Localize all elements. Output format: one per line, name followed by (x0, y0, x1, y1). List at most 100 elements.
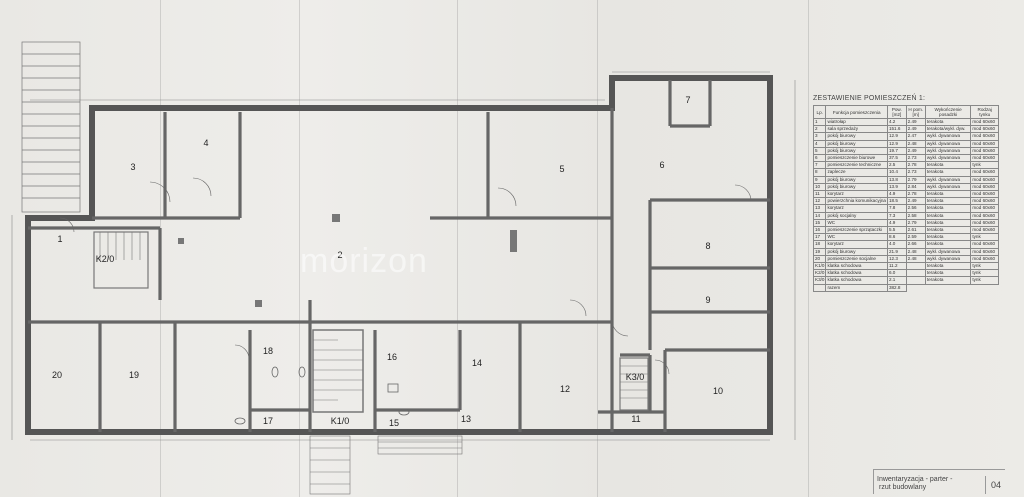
table-cell: pokój biurowy (825, 247, 888, 256)
table-cell: pomieszczenie techniczne (825, 161, 888, 170)
table-cell: pomieszczenie sprzątaczki (825, 226, 888, 235)
table-cell: mod 60x60 (970, 175, 999, 184)
table-cell: 15 (812, 218, 827, 228)
table-cell: pokój biurowy (825, 146, 888, 156)
room-label-17: 17 (263, 416, 273, 426)
sheet-number: 04 (985, 476, 1006, 494)
room-label-2: 2 (337, 250, 342, 260)
table-cell: mod 60x60 (970, 117, 999, 127)
table-cell: 11.2 (886, 262, 907, 271)
table-header-cell: H pom. [m] (905, 105, 926, 119)
table-cell: 12.9 (886, 132, 907, 141)
table-cell: mod 60x60 (970, 247, 999, 256)
table-cell: terakota (924, 218, 972, 228)
table-cell: 14 (812, 211, 827, 220)
entrance-steps (377, 435, 463, 455)
title-block-line2: rzut budowlany (879, 484, 927, 491)
table-cell: WC (825, 218, 888, 228)
table-cell: 2.47 (905, 132, 926, 141)
table-cell: tynk (970, 262, 999, 271)
interior-walls (28, 80, 770, 432)
table-cell: korytarz (825, 240, 888, 249)
table-cell: mod 60x60 (970, 168, 999, 177)
table-cell: terakota (924, 190, 972, 199)
table-cell: 2.66 (905, 240, 926, 249)
table-cell: 10 (812, 182, 827, 192)
table-cell: terakota (924, 262, 972, 271)
table-cell: 19.7 (886, 146, 907, 156)
table-cell: 2.48 (905, 247, 926, 256)
sum-label: razem (825, 283, 888, 292)
table-cell: pokój biurowy (825, 139, 888, 148)
room-label-1: 1 (57, 234, 62, 244)
room-label-7: 7 (685, 95, 690, 105)
table-cell: klatka schodowa (825, 269, 888, 278)
table-cell: mod 60x60 (970, 154, 999, 163)
room-label-6: 6 (659, 160, 664, 170)
table-cell: mod 60x60 (970, 254, 999, 264)
exterior-walls (25, 75, 773, 435)
table-cell (905, 262, 926, 271)
paper-fold (299, 0, 300, 497)
sanitary-fixtures (234, 366, 410, 425)
room-schedule-table: ZESTAWIENIE POMIESZCZEŃ 1: Lp.Funkcja po… (812, 95, 999, 292)
table-cell: 2.5 (886, 161, 907, 170)
table-cell: 2.56 (905, 204, 926, 213)
table-cell: K3/0 (812, 276, 827, 285)
room-label-4: 4 (203, 138, 208, 148)
table-cell: 37.5 (886, 154, 907, 163)
table-cell: 5 (812, 146, 827, 156)
table-cell: pomieszczenie socjalne (825, 254, 888, 264)
table-cell: 12.3 (886, 254, 907, 264)
door-swings (59, 177, 752, 375)
table-cell: terakota (924, 211, 972, 220)
table-cell: 19 (812, 247, 827, 256)
room-label-10: 10 (713, 386, 723, 396)
paper-fold (808, 0, 809, 497)
dimension-lines (11, 71, 796, 441)
table-cell: pokój biurowy (825, 175, 888, 184)
table-cell: 10.4 (886, 168, 907, 177)
table-cell: 21.9 (886, 247, 907, 256)
table-cell: 3 (812, 132, 827, 141)
table-cell: K2/0 (812, 269, 827, 278)
table-title: ZESTAWIENIE POMIESZCZEŃ 1: (813, 95, 926, 102)
table-cell: pokój biurowy (825, 182, 888, 192)
table-cell: 2.48 (905, 139, 926, 148)
table-cell: wykł. dywanowa (924, 132, 972, 141)
table-cell: zaplecze (825, 168, 888, 177)
table-cell: terakota (924, 197, 972, 206)
table-cell: mod 60x60 (970, 211, 999, 220)
table-cell: terakota (924, 233, 972, 242)
columns (178, 214, 517, 307)
table-cell: 2.78 (905, 190, 926, 199)
room-label-12: 12 (560, 384, 570, 394)
table-cell: mod 60x60 (970, 197, 999, 206)
room-label-19: 19 (129, 370, 139, 380)
table-cell: 2.49 (905, 117, 926, 127)
table-cell: klatka schodowa (825, 276, 888, 285)
table-cell: mod 60x60 (970, 182, 999, 192)
table-header-cell: Wykończenie posadzki (924, 105, 972, 119)
table-cell: korytarz (825, 204, 888, 213)
table-header-cell: Rodzaj tynku (970, 105, 999, 119)
table-cell: 2.73 (905, 154, 926, 163)
table-cell: mod 60x60 (970, 146, 999, 156)
table-cell: 7.3 (886, 211, 907, 220)
table-cell: wykł. dywanowa (924, 254, 972, 264)
table-cell: mod 60x60 (970, 125, 999, 134)
table-cell: 17 (812, 233, 827, 242)
room-label-3: 3 (130, 162, 135, 172)
paper-fold (457, 0, 458, 497)
table-cell: mod 60x60 (970, 240, 999, 249)
